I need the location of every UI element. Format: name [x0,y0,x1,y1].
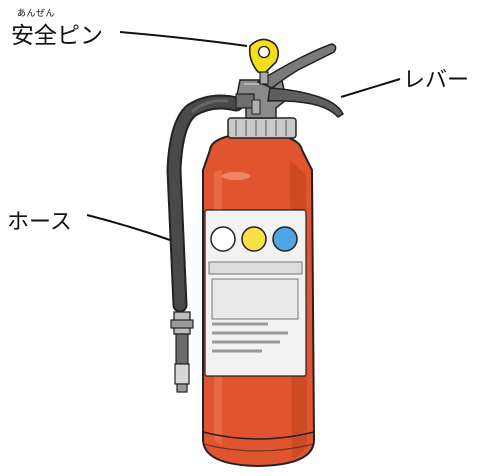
safety-pin-label: 安全ピン [11,16,103,50]
hose-leader-line [87,215,170,240]
lever-label: レバー [403,62,469,94]
hose-label: ホース [7,204,72,236]
label-circle-white [211,227,235,251]
valve-collar [228,118,296,138]
safety-pin-leader-line [120,32,247,46]
instruction-label-panel [205,210,306,376]
label-circle-yellow [242,227,266,251]
lever-leader-line [341,79,400,97]
label-circle-blue [273,227,297,251]
